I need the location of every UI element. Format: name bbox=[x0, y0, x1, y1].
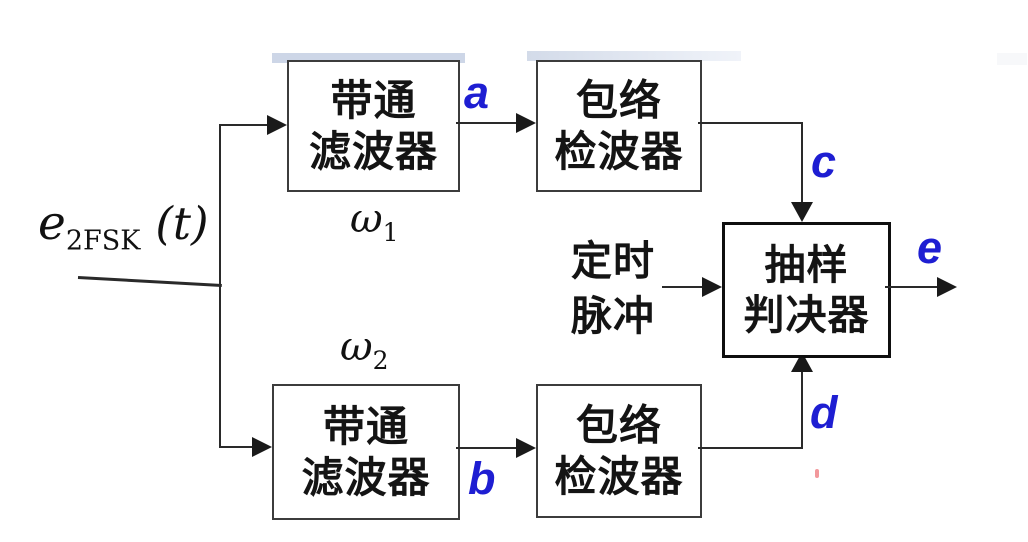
point-label-b: b bbox=[468, 453, 496, 504]
input-argument: (t) bbox=[155, 197, 209, 250]
bpf1-to-ed1-line bbox=[456, 122, 518, 124]
block-label-line: 判决器 bbox=[743, 291, 870, 339]
bpf2-to-ed2-line bbox=[456, 447, 518, 449]
ed1-corner-line bbox=[698, 122, 803, 124]
arrow-into-bpf-bottom bbox=[252, 437, 272, 457]
block-envelope-detector-bottom: 包络 检波器 bbox=[536, 384, 702, 518]
output-line bbox=[885, 286, 939, 288]
block-label-line: 包络 bbox=[575, 400, 662, 450]
block-label-line: 包络 bbox=[575, 75, 662, 125]
point-label-e: e bbox=[917, 222, 943, 273]
input-underline-line bbox=[77, 276, 222, 288]
timing-pulse-label: 定时 脉冲 bbox=[563, 234, 663, 343]
highlight-bar-corner bbox=[997, 53, 1027, 65]
branch-bottom-line bbox=[219, 446, 254, 448]
timing-label-line: 定时 bbox=[571, 237, 655, 285]
block-sampling-decision: 抽样 判决器 bbox=[722, 222, 891, 358]
block-label-line: 检波器 bbox=[554, 127, 684, 176]
output-arrow bbox=[937, 277, 957, 297]
point-label-a: a bbox=[464, 67, 490, 118]
red-mark-artifact bbox=[815, 469, 819, 478]
block-envelope-detector-top: 包络 检波器 bbox=[536, 60, 702, 192]
omega2-symbol: ω bbox=[340, 324, 373, 370]
omega1-symbol: ω bbox=[350, 196, 383, 242]
highlight-bar-left bbox=[272, 53, 465, 63]
c-riser-line bbox=[801, 122, 803, 204]
block-label-line: 滤波器 bbox=[301, 453, 431, 502]
arrow-into-env-top bbox=[516, 113, 536, 133]
block-bandpass-filter-top: 带通 滤波器 bbox=[287, 60, 460, 192]
omega1-sub: 1 bbox=[382, 218, 399, 247]
branch-top-line bbox=[219, 124, 269, 126]
omega2-sub: 2 bbox=[372, 346, 389, 375]
point-label-d: d bbox=[810, 387, 838, 438]
d-riser-line bbox=[801, 372, 803, 449]
block-bandpass-filter-bottom: 带通 滤波器 bbox=[272, 384, 460, 520]
timing-line bbox=[662, 286, 704, 288]
block-label-line: 滤波器 bbox=[308, 127, 438, 176]
ed2-corner-line bbox=[698, 447, 803, 449]
arrow-into-env-bottom bbox=[516, 438, 536, 458]
arrow-into-bpf-top bbox=[267, 115, 287, 135]
omega2-label: ω2 bbox=[340, 327, 389, 373]
input-trunk-line bbox=[219, 124, 221, 448]
highlight-bar-right bbox=[527, 51, 741, 61]
arrow-into-decision-top bbox=[791, 202, 813, 222]
block-label-line: 带通 bbox=[330, 75, 417, 125]
timing-label-line: 脉冲 bbox=[571, 291, 655, 340]
input-symbol: e bbox=[38, 196, 66, 251]
block-label-line: 抽样 bbox=[764, 240, 849, 289]
input-subscript: 2FSK bbox=[65, 225, 141, 257]
block-label-line: 带通 bbox=[322, 401, 409, 451]
input-signal-label: e2FSK (t) bbox=[38, 200, 209, 254]
block-label-line: 检波器 bbox=[554, 452, 684, 501]
arrow-into-decision-left bbox=[702, 277, 722, 297]
point-label-c: c bbox=[811, 136, 837, 187]
omega1-label: ω1 bbox=[350, 199, 399, 245]
